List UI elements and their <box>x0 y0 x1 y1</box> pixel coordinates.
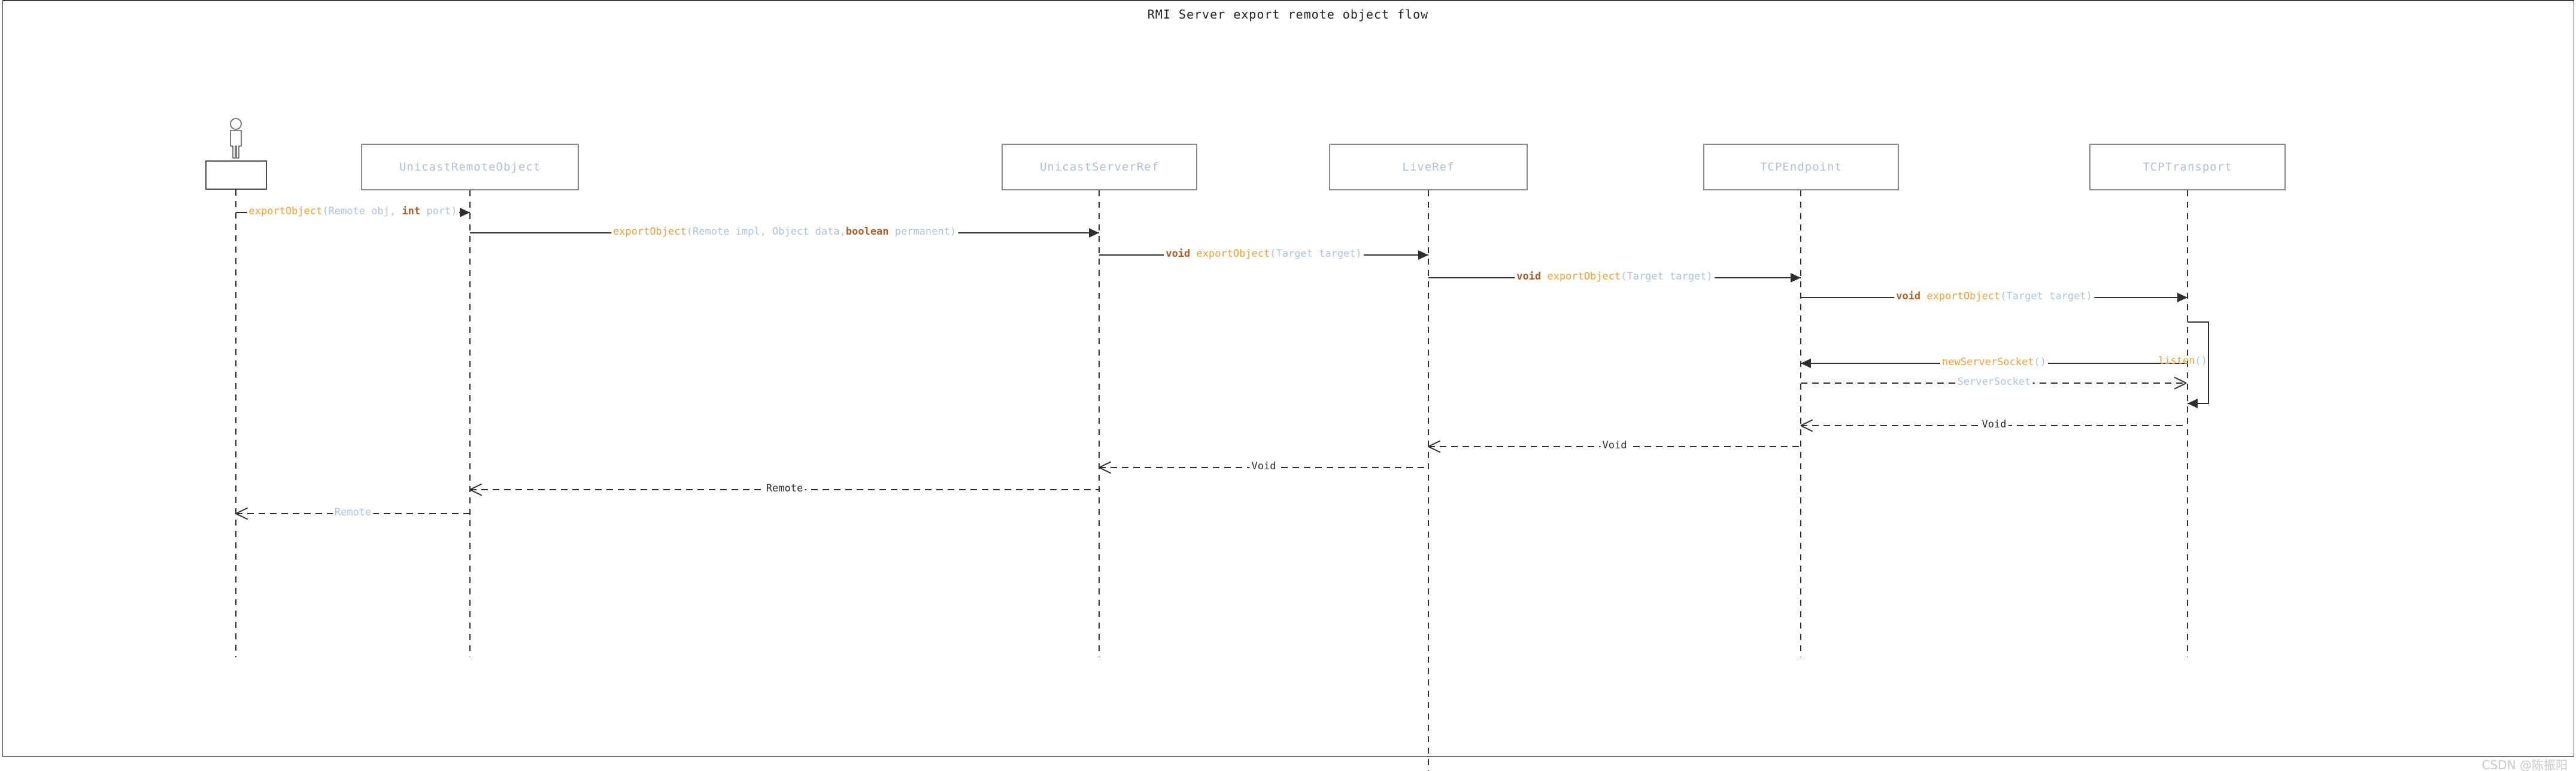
message-label-segment: exportObject <box>1926 290 2001 303</box>
participant-box-tcptransport: TCPTransport <box>2089 144 2286 190</box>
message-label-segment: () <box>2034 356 2047 369</box>
message-arrowhead <box>1801 419 1813 432</box>
message-label-segment: port) <box>420 205 457 218</box>
self-call-right-line <box>2208 321 2209 404</box>
message-label-segment: Remote <box>766 482 803 495</box>
message-label-segment: exportObject <box>612 226 687 238</box>
message-label-segment: permanent) <box>888 226 957 238</box>
actor-box <box>205 160 267 190</box>
message-label-segment: (Target target) <box>1621 271 1713 283</box>
message-arrowhead <box>2177 293 2187 302</box>
participant-box-unicastserverref: UnicastServerRef <box>1002 144 1197 190</box>
message-label-segment: exportObject <box>1196 248 1270 260</box>
message-label-segment: void <box>1896 290 1927 303</box>
message-label-segment: (Remote impl, Object data, <box>686 226 846 238</box>
message-arrowhead <box>1428 440 1440 453</box>
message-label: Remote <box>332 506 374 520</box>
message-label: void exportObject(Target target) <box>1515 271 1715 284</box>
message-label-segment: Void <box>1982 418 2007 431</box>
lifeline-unicastremoteobject <box>469 190 471 657</box>
message-arrowhead <box>1099 461 1111 474</box>
diagram-title: RMI Server export remote object flow <box>1147 7 1429 22</box>
message-label-segment: (Remote obj, <box>322 205 402 218</box>
message-label: void exportObject(Target target) <box>1164 248 1364 261</box>
message-label: Void <box>1980 418 2008 432</box>
message-arrowhead <box>2174 377 2186 390</box>
message-label-segment: ServerSocket <box>1957 376 2031 388</box>
message-label: Void <box>1249 460 1278 473</box>
message-arrowhead <box>1801 359 1811 368</box>
participant-label-tcptransport: TCPTransport <box>2143 160 2232 174</box>
participant-label-tcpendpoint: TCPEndpoint <box>1760 160 1842 174</box>
message-arrowhead <box>1791 273 1801 283</box>
self-call-bottom-line <box>2187 403 2209 404</box>
message-label: void exportObject(Target target) <box>1894 290 2094 303</box>
message-label: newServerSocket() <box>1940 356 2049 369</box>
lifeline-liveref <box>1428 190 1429 771</box>
participant-box-liveref: LiveRef <box>1329 144 1528 190</box>
participant-label-unicastserverref: UnicastServerRef <box>1039 160 1160 174</box>
message-label-segment: void <box>1516 271 1548 283</box>
message-arrowhead <box>1089 228 1099 238</box>
message-label-segment: () <box>2195 355 2207 368</box>
self-call-arrowhead <box>2187 399 2198 408</box>
message-label: ServerSocket <box>1955 376 2033 389</box>
message-label-segment: Void <box>1602 439 1627 452</box>
message-label: exportObject(Remote obj, int port) <box>247 205 459 218</box>
actor-person-icon <box>221 117 251 160</box>
message-label-segment: exportObject <box>248 205 323 218</box>
self-call-top-line <box>2187 321 2209 323</box>
lifeline-tcptransport <box>2187 190 2188 657</box>
message-arrowhead <box>1418 250 1428 260</box>
message-arrowhead <box>460 208 470 217</box>
message-label: Remote <box>764 482 805 496</box>
message-label-segment: listen <box>2158 355 2195 368</box>
message-label-segment: exportObject <box>1547 271 1621 283</box>
participant-box-tcpendpoint: TCPEndpoint <box>1703 144 1899 190</box>
participant-box-unicastremoteobject: UnicastRemoteObject <box>361 144 579 190</box>
message-label-segment: boolean <box>845 226 889 238</box>
participant-label-unicastremoteobject: UnicastRemoteObject <box>399 160 541 174</box>
message-label-segment: Void <box>1251 460 1276 473</box>
message-label-segment: newServerSocket <box>1941 356 2034 369</box>
message-arrowhead <box>236 507 248 520</box>
watermark-text: CSDN @陈振阳 <box>2481 758 2568 771</box>
message-label-segment: Remote <box>334 506 372 519</box>
message-label: exportObject(Remote impl, Object data,bo… <box>611 226 958 239</box>
self-call-label: listen() <box>2156 355 2209 368</box>
message-label-segment: (Target target) <box>2000 290 2092 303</box>
lifeline-unicastserverref <box>1099 190 1100 657</box>
message-label-segment: (Target target) <box>1270 248 1362 260</box>
message-label-segment: void <box>1166 248 1197 260</box>
message-arrowhead <box>470 483 482 496</box>
participant-label-liveref: LiveRef <box>1402 160 1455 174</box>
lifeline-actor <box>235 190 236 657</box>
message-label: Void <box>1600 439 1629 453</box>
message-label-segment: int <box>402 205 421 218</box>
